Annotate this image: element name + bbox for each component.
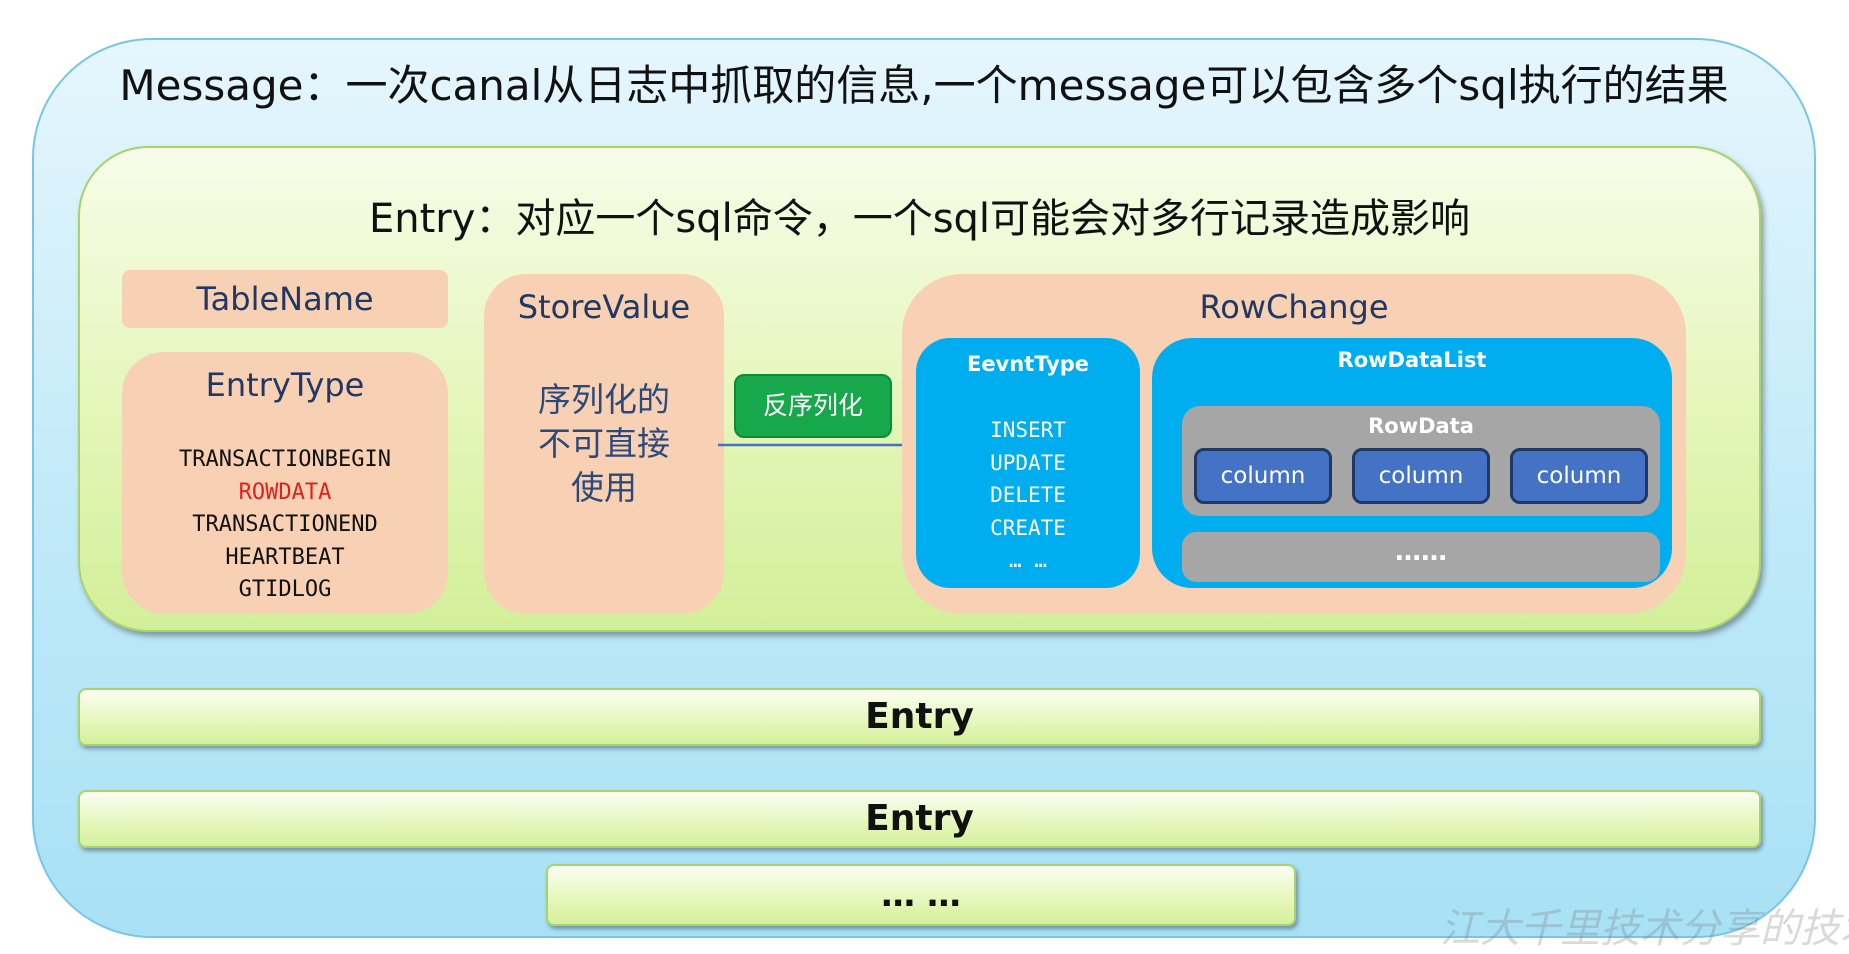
column-box: column <box>1352 448 1490 504</box>
event-type-item: UPDATE <box>990 450 1066 475</box>
deserialize-arrow <box>718 438 916 452</box>
entry-type-item: GTIDLOG <box>238 577 332 602</box>
event-type-item: INSERT <box>990 418 1066 442</box>
event-type-title: EevntType <box>966 352 1090 376</box>
entry-type-title: EntryType <box>205 366 365 404</box>
row-data-title: RowData <box>1368 414 1474 438</box>
entry-type-item: TRANSACTIONBEGIN <box>179 447 391 472</box>
entry-type-list: TRANSACTIONBEGIN ROWDATA TRANSACTIONEND … <box>122 444 448 607</box>
column-box: column <box>1194 448 1332 504</box>
entry-type-item: HEARTBEAT <box>225 544 345 570</box>
entry-bar: Entry <box>78 790 1761 848</box>
event-type-item: … … <box>1009 548 1047 572</box>
row-data-list-title: RowDataList <box>1337 348 1487 372</box>
message-title: Message：一次canal从日志中抓取的信息,一个message可以包含多个… <box>119 61 1729 110</box>
event-type-list: INSERT UPDATE DELETE CREATE … … <box>916 414 1140 577</box>
row-data-more: …… <box>1182 532 1660 582</box>
store-value-box <box>484 274 724 614</box>
event-type-box <box>916 338 1140 588</box>
event-type-item: CREATE <box>990 515 1066 540</box>
deserialize-label: 反序列化 <box>734 374 892 438</box>
entry-type-item: TRANSACTIONEND <box>192 512 378 537</box>
store-value-line: 使用 <box>571 468 637 507</box>
entry-bar: Entry <box>78 688 1761 746</box>
store-value-line: 序列化的 <box>538 380 670 419</box>
entry-type-item-highlighted: ROWDATA <box>238 479 332 505</box>
store-value-line: 不可直接 <box>538 424 670 463</box>
entry-type-box <box>122 352 448 614</box>
watermark: 江大千里技术分享的技术 <box>1440 906 1849 952</box>
table-name-box: TableName <box>122 270 448 328</box>
column-box: column <box>1510 448 1648 504</box>
store-value-description: 序列化的 不可直接 使用 <box>484 378 724 510</box>
event-type-item: DELETE <box>990 483 1066 507</box>
more-entries-bar: … … <box>546 864 1296 926</box>
row-change-title: RowChange <box>1199 288 1389 326</box>
store-value-title: StoreValue <box>517 288 691 326</box>
entry-title: Entry：对应一个sql命令，一个sql可能会对多行记录造成影响 <box>368 196 1471 242</box>
